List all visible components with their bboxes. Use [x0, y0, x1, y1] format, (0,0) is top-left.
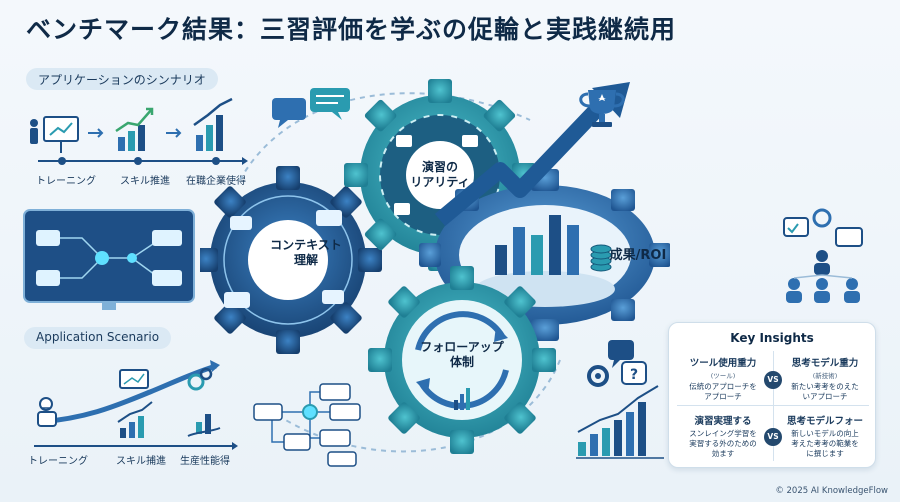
insight-top-left: ツール使用重力 (ツール) 伝統のアプローチをアプローチ	[689, 358, 757, 401]
top-step-label: トレーニング	[36, 176, 96, 187]
bottom-step-label: トレーニング	[28, 456, 88, 467]
growth-chart-icon	[576, 385, 664, 459]
gear-followup-label: フォローアップ体制	[420, 340, 504, 369]
insight-bottom-right: 思考モデルフォー 新しいモデルの向上考えた考考の範業をに撰じます	[786, 416, 863, 458]
page-title: ベンチマーク結果：三習評価を学ぶの促輪と実践継続用	[26, 15, 677, 44]
growth-chart-icon	[115, 107, 154, 151]
chat-bubble-icon	[36, 230, 182, 286]
gear-practice-label: 演習のリアリティ	[410, 160, 470, 189]
settings-icon	[187, 367, 213, 391]
coin-stack-icon	[590, 244, 612, 272]
analytics-cluster: ?	[576, 340, 664, 459]
gear-context	[200, 166, 382, 354]
gear-results	[419, 169, 670, 341]
workflow-icon	[253, 383, 361, 467]
key-insights-card: Key Insights ツール使用重力 (ツール) 伝統のアプローチをアプロー…	[668, 322, 876, 468]
team-icon	[783, 208, 863, 303]
question-icon: ?	[621, 361, 647, 385]
bottom-step-label: 生産性能得	[180, 456, 230, 467]
growth-chart-icon	[117, 401, 153, 438]
svg-text:?: ?	[630, 367, 638, 383]
growth-chart-icon	[187, 414, 221, 437]
bottom-scenario-flow	[34, 360, 238, 450]
top-step-label: スキル推進	[120, 176, 170, 187]
gear-results-label: 成果/ROI	[609, 248, 667, 263]
insights-divider	[677, 405, 869, 406]
insight-bottom-left: 演習実理する スンレイング学習を実習する外のための効ます	[689, 416, 757, 458]
insights-divider	[773, 351, 774, 461]
key-insights-title: Key Insights	[730, 331, 814, 345]
chat-bubble-icon	[272, 88, 350, 128]
top-step-label: 在職企業使得	[186, 176, 246, 187]
chat-bubble-icon	[608, 340, 634, 368]
growth-chart-icon	[193, 97, 233, 151]
bottom-step-label: スキル捕進	[116, 456, 166, 467]
insight-top-right: 思考モデル重力 (新技術) 新たい考考をのえたいアプローチ	[791, 358, 859, 401]
gear-followup	[368, 266, 556, 454]
workflow-screen	[23, 209, 195, 310]
gear-diagram	[200, 79, 670, 454]
trophy-icon	[579, 90, 625, 127]
growth-chart-icon	[495, 215, 579, 275]
chat-bubble-icon	[224, 210, 344, 308]
presentation-icon	[30, 116, 79, 153]
presentation-icon	[119, 369, 149, 389]
team-icon	[37, 397, 57, 427]
copyright-footer: © 2025 AI KnowledgeFlow	[775, 486, 888, 496]
top-scenario-flow	[30, 97, 248, 165]
settings-icon	[587, 365, 609, 387]
top-scenario-heading: アプリケーションのシンナリオ	[26, 68, 218, 90]
vs-badge: VS	[764, 371, 782, 389]
growth-chart-icon	[454, 388, 470, 410]
vs-badge: VS	[764, 428, 782, 446]
gear-context-label: コンテキスト理解	[270, 238, 342, 267]
bottom-scenario-heading: Application Scenario	[24, 327, 172, 349]
